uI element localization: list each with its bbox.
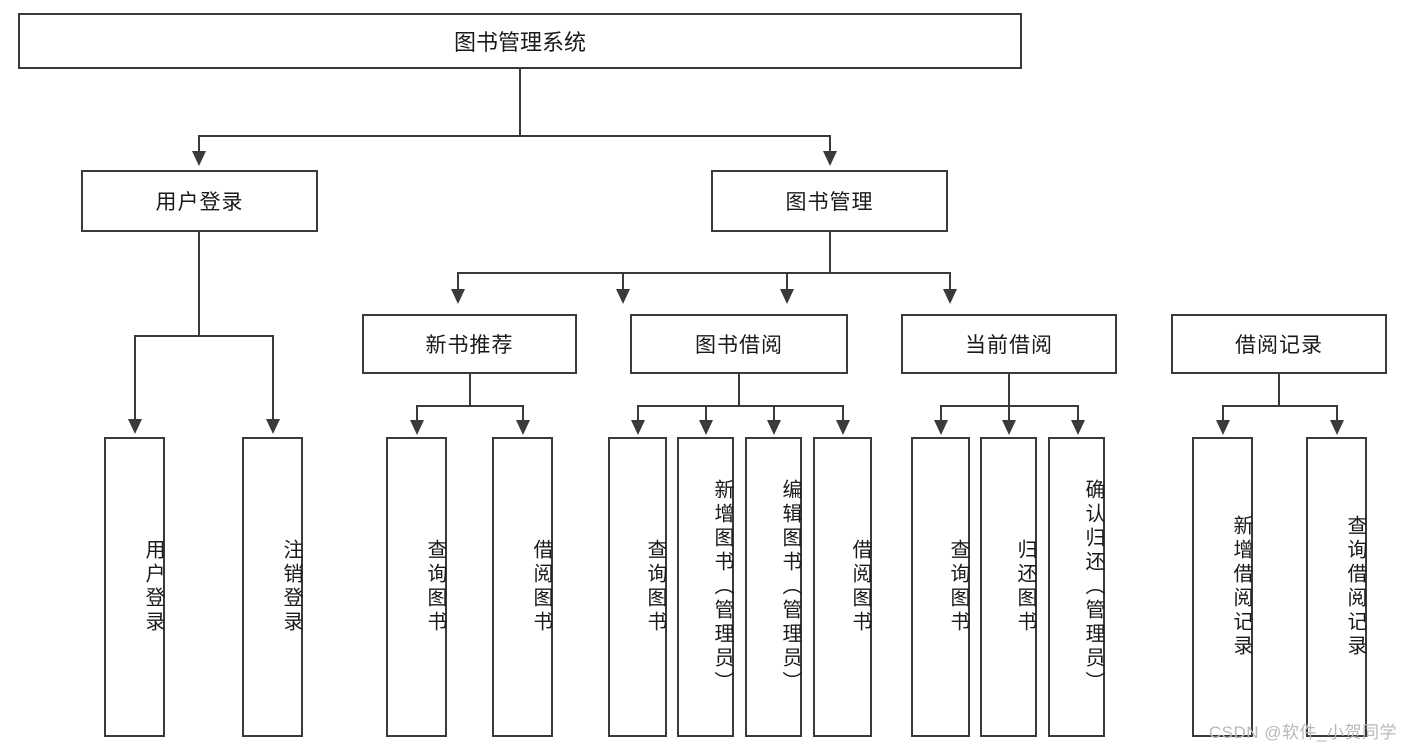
arrow-borrow-record-to-leaf-2 bbox=[1330, 420, 1344, 435]
arrow-book-borrow-to-leaf-4 bbox=[836, 420, 850, 435]
connector-current-borrow-to-leaf-3 bbox=[1077, 405, 1079, 421]
node-label: 查询图书 bbox=[947, 539, 969, 635]
node-label: 用户登录 bbox=[142, 539, 164, 635]
node-label: 借阅图书 bbox=[530, 539, 552, 635]
arrow-user-login-to-leaf-2 bbox=[266, 419, 280, 434]
leaf-new-book-query-book[interactable]: 查询图书 bbox=[386, 437, 447, 737]
node-label: 查询图书 bbox=[644, 539, 666, 635]
connector-book-mgmt-bus bbox=[457, 272, 950, 274]
node-label: 图书借阅 bbox=[695, 334, 783, 357]
leaf-user-login-logout[interactable]: 注销登录 bbox=[242, 437, 303, 737]
watermark-text: CSDN @软件_小贺同学 bbox=[1208, 723, 1397, 742]
node-label: 确认归还（管理员） bbox=[1082, 479, 1104, 695]
leaf-current-borrow-confirm-return-admin[interactable]: 确认归还（管理员） bbox=[1048, 437, 1105, 737]
node-book-management[interactable]: 图书管理 bbox=[711, 170, 948, 232]
arrow-book-borrow-to-leaf-3 bbox=[767, 420, 781, 435]
node-label: 用户登录 bbox=[155, 191, 244, 214]
connector-book-mgmt-to-new-book bbox=[457, 272, 459, 290]
connector-book-mgmt-stem bbox=[829, 232, 831, 273]
arrow-current-borrow-to-leaf-1 bbox=[934, 420, 948, 435]
leaf-book-borrow-borrow-book[interactable]: 借阅图书 bbox=[813, 437, 872, 737]
connector-user-login-to-leaf-1 bbox=[134, 335, 136, 420]
connector-new-book-stem bbox=[469, 374, 471, 406]
node-book-borrow[interactable]: 图书借阅 bbox=[630, 314, 848, 374]
connector-root-to-book-mgmt bbox=[829, 135, 831, 153]
connector-current-borrow-stem bbox=[1008, 374, 1010, 406]
arrow-user-login-to-leaf-1 bbox=[128, 419, 142, 434]
arrow-root-to-user-login bbox=[192, 151, 206, 166]
connector-user-login-to-leaf-2 bbox=[272, 335, 274, 420]
connector-book-borrow-to-leaf-2 bbox=[705, 405, 707, 421]
leaf-borrow-record-add-record[interactable]: 新增借阅记录 bbox=[1192, 437, 1253, 737]
arrow-book-mgmt-to-new-book bbox=[451, 289, 465, 304]
arrow-book-mgmt-to-book-borrow bbox=[616, 289, 630, 304]
node-label: 图书管理 bbox=[785, 191, 874, 214]
connector-borrow-record-to-leaf-1 bbox=[1222, 405, 1224, 421]
leaf-book-borrow-query-book[interactable]: 查询图书 bbox=[608, 437, 667, 737]
connector-book-mgmt-to-borrow-record bbox=[949, 272, 951, 290]
leaf-current-borrow-query-book[interactable]: 查询图书 bbox=[911, 437, 970, 737]
arrow-book-borrow-to-leaf-1 bbox=[631, 420, 645, 435]
connector-book-borrow-to-leaf-3 bbox=[773, 405, 775, 421]
node-label: 新增借阅记录 bbox=[1230, 515, 1252, 659]
connector-user-login-stem bbox=[198, 232, 200, 336]
arrow-book-mgmt-to-current-borrow bbox=[780, 289, 794, 304]
connector-book-borrow-stem bbox=[738, 374, 740, 406]
arrow-current-borrow-to-leaf-2 bbox=[1002, 420, 1016, 435]
connector-current-borrow-to-leaf-2 bbox=[1008, 405, 1010, 421]
leaf-current-borrow-return-book[interactable]: 归还图书 bbox=[980, 437, 1037, 737]
node-label: 新书推荐 bbox=[425, 334, 514, 357]
leaf-user-login-login[interactable]: 用户登录 bbox=[104, 437, 165, 737]
node-label: 归还图书 bbox=[1014, 539, 1036, 635]
node-label: 查询图书 bbox=[424, 539, 446, 635]
node-user-login[interactable]: 用户登录 bbox=[81, 170, 318, 232]
leaf-borrow-record-query-record[interactable]: 查询借阅记录 bbox=[1306, 437, 1367, 737]
connector-current-borrow-to-leaf-1 bbox=[940, 405, 942, 421]
arrow-book-borrow-to-leaf-2 bbox=[699, 420, 713, 435]
arrow-book-mgmt-to-borrow-record bbox=[943, 289, 957, 304]
connector-borrow-record-to-leaf-2 bbox=[1336, 405, 1338, 421]
leaf-book-borrow-add-book-admin[interactable]: 新增图书（管理员） bbox=[677, 437, 734, 737]
connector-book-borrow-to-leaf-4 bbox=[842, 405, 844, 421]
connector-book-borrow-to-leaf-1 bbox=[637, 405, 639, 421]
node-label: 编辑图书（管理员） bbox=[779, 479, 801, 695]
connector-root-to-user-login bbox=[198, 135, 200, 153]
arrow-root-to-book-mgmt bbox=[823, 151, 837, 166]
node-label: 图书管理系统 bbox=[453, 30, 586, 55]
leaf-new-book-borrow-book[interactable]: 借阅图书 bbox=[492, 437, 553, 737]
connector-book-borrow-bus bbox=[637, 405, 843, 407]
node-new-book-recommend[interactable]: 新书推荐 bbox=[362, 314, 577, 374]
node-label: 借阅图书 bbox=[849, 539, 871, 635]
node-current-borrow[interactable]: 当前借阅 bbox=[901, 314, 1117, 374]
node-label: 新增图书（管理员） bbox=[711, 479, 733, 695]
connector-borrow-record-stem bbox=[1278, 374, 1280, 406]
node-root-library-system[interactable]: 图书管理系统 bbox=[18, 13, 1022, 69]
node-label: 借阅记录 bbox=[1235, 334, 1323, 357]
arrow-new-book-to-leaf-2 bbox=[516, 420, 530, 435]
leaf-book-borrow-edit-book-admin[interactable]: 编辑图书（管理员） bbox=[745, 437, 802, 737]
connector-user-login-bus bbox=[134, 335, 273, 337]
arrow-new-book-to-leaf-1 bbox=[410, 420, 424, 435]
connector-root-stem bbox=[519, 69, 521, 136]
node-borrow-record[interactable]: 借阅记录 bbox=[1171, 314, 1387, 374]
node-label: 注销登录 bbox=[280, 539, 302, 635]
node-label: 当前借阅 bbox=[965, 334, 1053, 357]
connector-new-book-to-leaf-1 bbox=[416, 405, 418, 421]
connector-borrow-record-bus bbox=[1222, 405, 1336, 407]
connector-new-book-to-leaf-2 bbox=[522, 405, 524, 421]
connector-book-mgmt-to-book-borrow bbox=[622, 272, 624, 290]
connector-book-mgmt-to-current-borrow bbox=[786, 272, 788, 290]
arrow-borrow-record-to-leaf-1 bbox=[1216, 420, 1230, 435]
connector-root-bus bbox=[198, 135, 831, 137]
connector-new-book-bus bbox=[416, 405, 523, 407]
arrow-current-borrow-to-leaf-3 bbox=[1071, 420, 1085, 435]
node-label: 查询借阅记录 bbox=[1344, 515, 1366, 659]
